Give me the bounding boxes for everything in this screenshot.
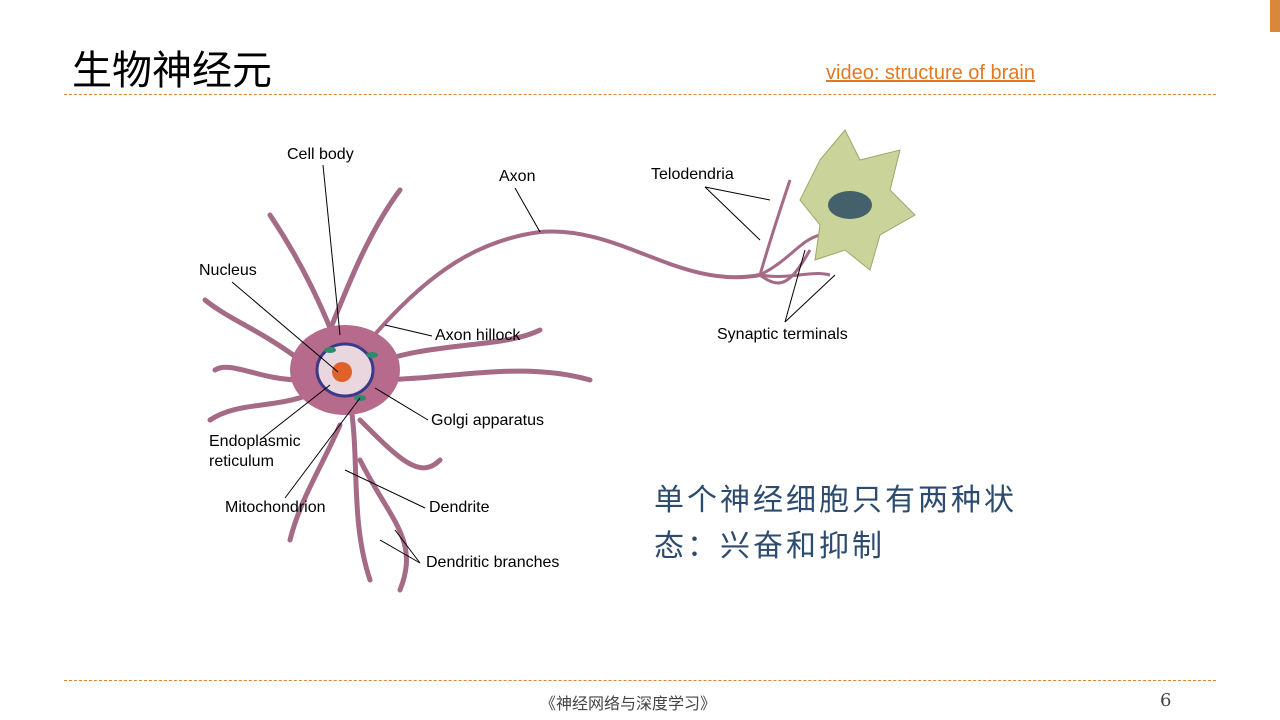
nucleolus xyxy=(332,362,352,382)
label-axon-hillock: Axon hillock xyxy=(435,327,521,344)
neuron-dendrites xyxy=(202,187,593,593)
label-mitochondrion: Mitochondrion xyxy=(225,499,326,516)
slide-title: 生物神经元 xyxy=(72,48,272,94)
footer-divider xyxy=(64,680,1216,681)
footer-book-title: 《神经网络与深度学习》 xyxy=(540,694,717,713)
label-synaptic-terminals: Synaptic terminals xyxy=(717,326,848,343)
label-dendrite: Dendrite xyxy=(429,499,490,516)
label-dendritic-branches: Dendritic branches xyxy=(426,554,560,571)
note-line-1: 单个神经细胞只有两种状 xyxy=(654,483,1017,518)
label-nucleus: Nucleus xyxy=(199,262,257,279)
label-telodendria: Telodendria xyxy=(651,166,734,183)
neuron-state-note: 单个神经细胞只有两种状 态：兴奋和抑制 xyxy=(654,478,1017,570)
video-link[interactable]: video: structure of brain xyxy=(826,62,1035,84)
label-leader-lines xyxy=(231,164,836,564)
label-axon: Axon xyxy=(499,168,536,185)
note-line-2: 态：兴奋和抑制 xyxy=(654,529,885,564)
label-golgi-apparatus: Golgi apparatus xyxy=(431,412,544,429)
corner-accent xyxy=(1270,0,1280,32)
label-reticulum: reticulum xyxy=(209,453,274,470)
header-divider xyxy=(64,94,1216,95)
page-number: 6 xyxy=(1160,690,1172,711)
label-endoplasmic: Endoplasmic xyxy=(209,433,301,450)
axon-path xyxy=(368,229,761,342)
telodendria-branches xyxy=(758,179,831,285)
label-cell-body: Cell body xyxy=(287,146,354,163)
target-nucleus xyxy=(828,191,872,219)
